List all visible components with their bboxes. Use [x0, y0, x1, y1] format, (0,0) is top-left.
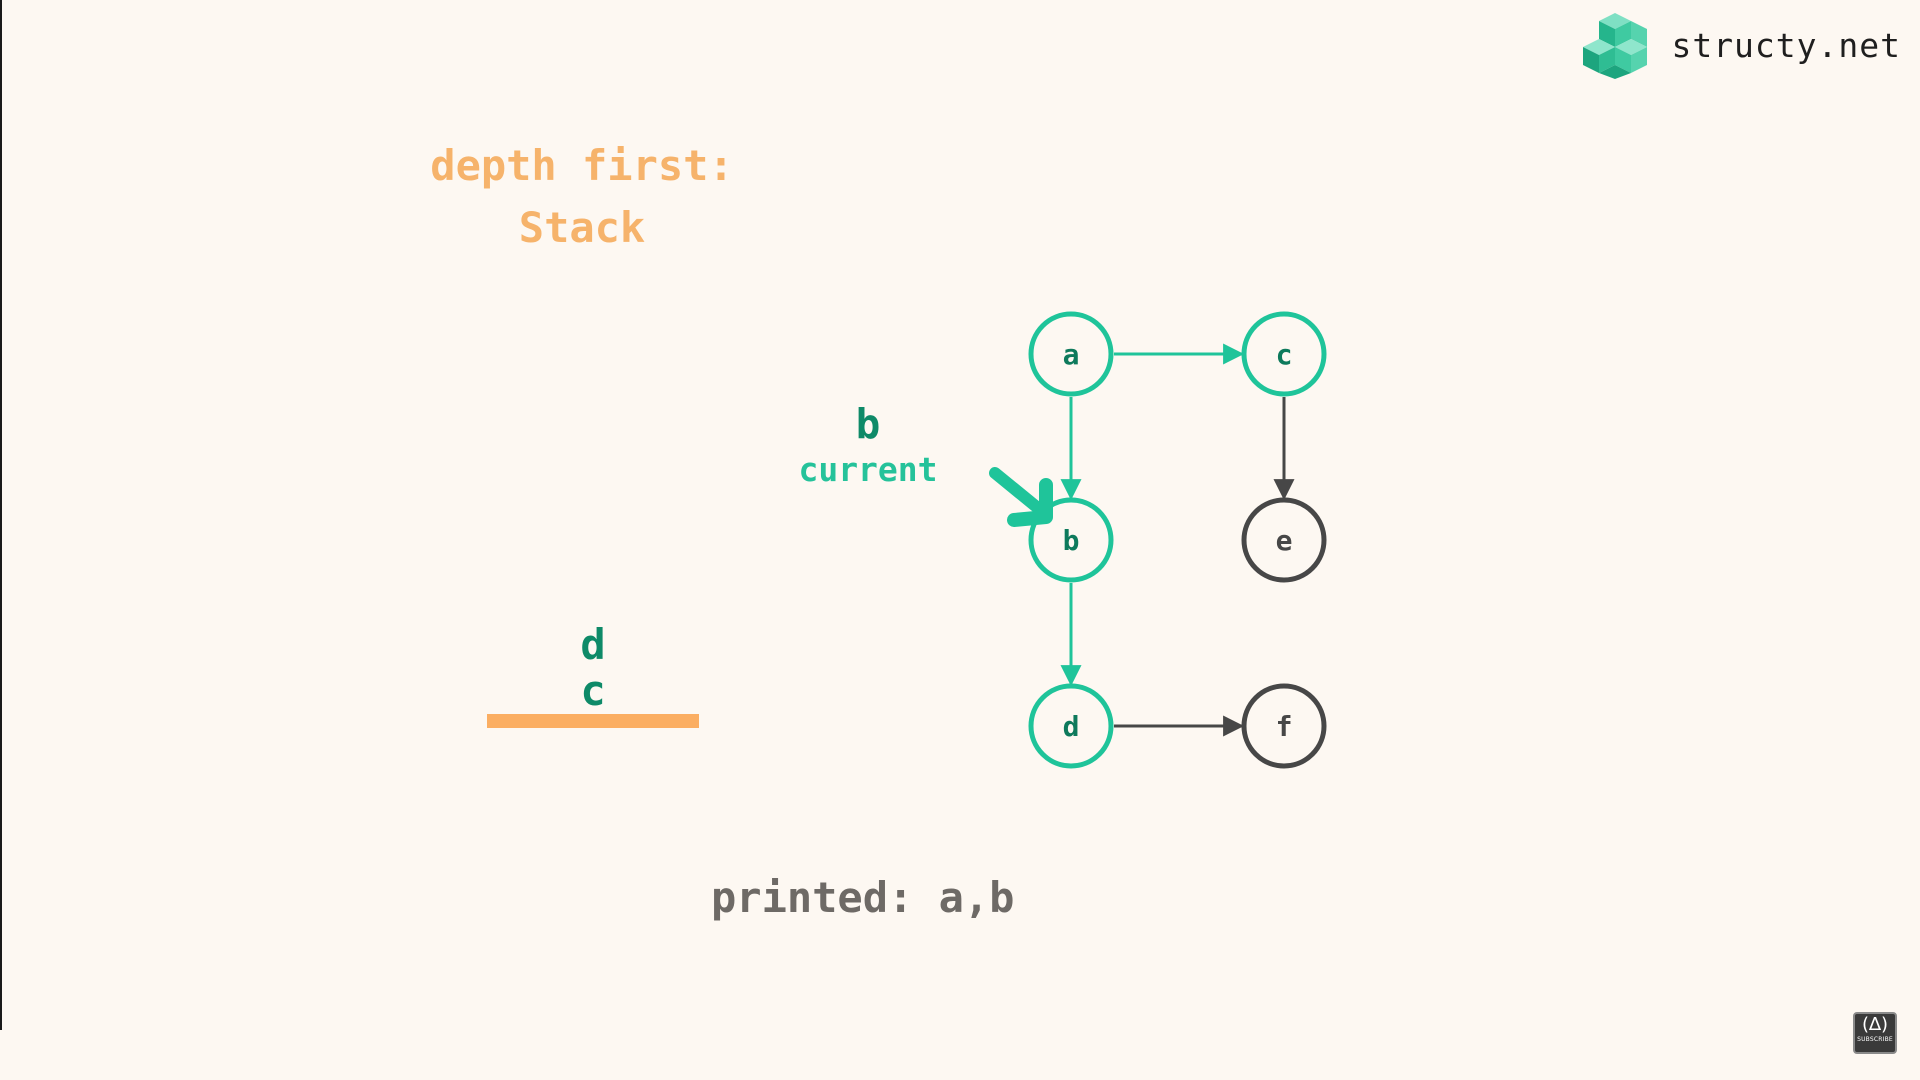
graph-node-e: e — [1241, 497, 1327, 583]
node-circle — [1028, 311, 1114, 397]
graph-node-a: a — [1028, 311, 1114, 397]
graph-node-c: c — [1241, 311, 1327, 397]
heading-line-2: Stack — [518, 203, 646, 252]
cube-stack-logo-icon — [1583, 13, 1648, 79]
node-circle — [1241, 683, 1327, 769]
current-label: current — [798, 450, 938, 489]
node-label: a — [1063, 338, 1080, 371]
node-circle — [1241, 497, 1327, 583]
graph-nodes: a c b e d f — [1028, 311, 1327, 769]
brand[interactable]: structy.net — [1579, 11, 1901, 79]
node-label: b — [1063, 524, 1080, 557]
graph-edges — [1060, 343, 1295, 737]
current-value: b — [855, 400, 881, 448]
current-node-indicator: b current — [780, 398, 956, 490]
stack-item: c — [580, 666, 606, 715]
stack-item: d — [580, 620, 606, 669]
node-label: f — [1276, 710, 1293, 743]
graph-node-d: d — [1028, 683, 1114, 769]
subscribe-badge[interactable]: (∆) SUBSCRIBE — [1853, 1012, 1897, 1054]
left-edge-line — [0, 0, 2, 1030]
node-label: c — [1276, 338, 1293, 371]
brand-name: structy.net — [1671, 25, 1901, 65]
node-label: d — [1063, 710, 1080, 743]
printed-values: a,b — [938, 873, 1015, 922]
printed-label: printed: — [711, 873, 914, 922]
node-label: e — [1276, 524, 1293, 557]
node-circle — [1028, 683, 1114, 769]
heading: depth first: Stack — [427, 135, 737, 259]
pointer-arrow-icon — [989, 467, 1053, 527]
heading-line-1: depth first: — [430, 141, 734, 190]
freecodecamp-flame-icon: (∆) — [1861, 1014, 1889, 1035]
subscribe-badge-label: SUBSCRIBE — [1857, 1036, 1893, 1043]
printed-output: printed: a,b — [711, 873, 1014, 922]
node-circle — [1241, 311, 1327, 397]
stack-base — [487, 714, 699, 728]
graph-node-f: f — [1241, 683, 1327, 769]
